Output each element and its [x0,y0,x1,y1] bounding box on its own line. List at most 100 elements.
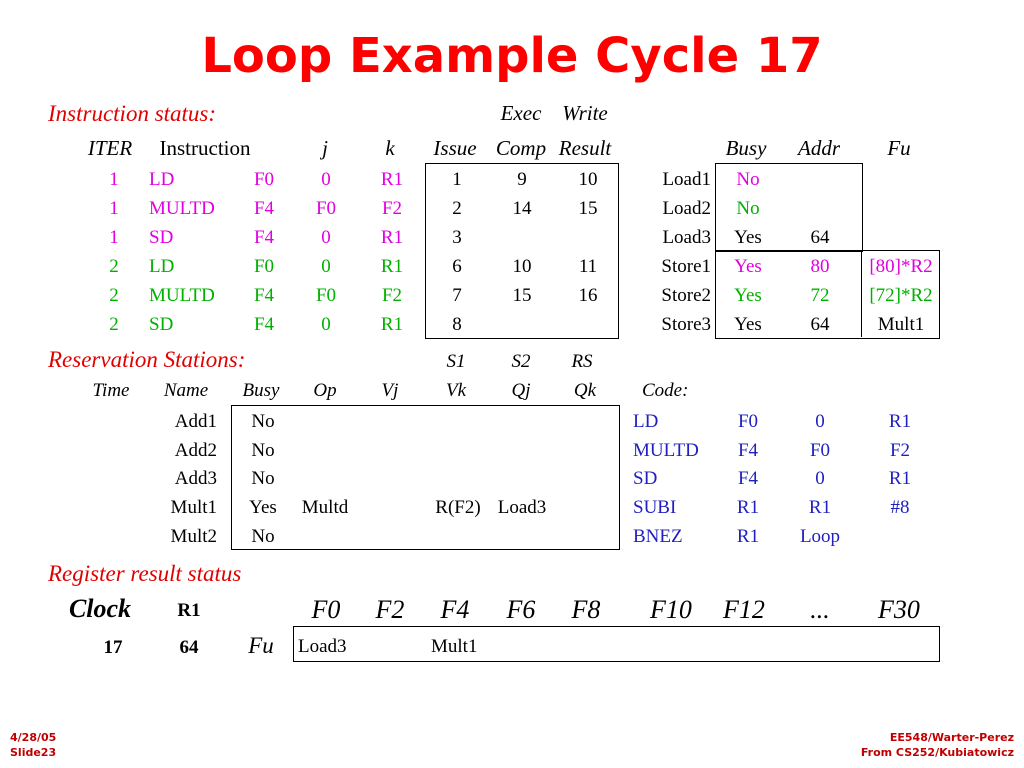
instr-result-cell: 16 [578,285,598,306]
instr-op-cell: LD [149,256,175,277]
load-buffer-box [715,163,863,252]
instr-issue-cell: 6 [452,256,462,277]
instr-k-cell: R1 [380,256,404,277]
buffer-name: Store3 [661,314,711,335]
instr-k-cell: F2 [381,285,403,306]
instr-j-cell: F0 [315,198,337,219]
buffer-fu: [72]*R2 [869,285,933,306]
instr-comp-cell: 14 [512,198,532,219]
header-comp: Comp [495,136,547,160]
header-result: Result [558,136,612,160]
rs-busy: No [251,440,275,461]
instr-dst-cell: F4 [253,227,275,248]
instr-k-cell: R1 [380,227,404,248]
buffer-fu: Mult1 [877,314,925,335]
register-header: F4 [440,595,470,624]
instr-j-cell: 0 [321,256,331,277]
instruction-status-label: Instruction status: [48,101,217,126]
instr-issue-cell: 2 [452,198,462,219]
instr-k-cell: R1 [380,314,404,335]
instr-j-cell: 0 [321,314,331,335]
instr-j-cell: 0 [321,227,331,248]
register-header: F10 [650,595,692,624]
code-cell: BNEZ [633,526,683,547]
rs-busy: No [251,468,275,489]
footer-date: 4/28/05 [10,731,57,744]
footer-right: EE548/Warter-Perez From CS252/Kubiatowic… [861,731,1014,761]
buffer-name: Load2 [662,198,711,219]
buffer-busy: No [736,198,760,219]
register-header: F12 [723,595,765,624]
header-fu: Fu [887,136,911,160]
rs-qj: Load3 [497,497,547,518]
register-header: F2 [375,595,405,624]
code-cell: R1 [888,468,912,489]
header-rs-busy: Busy [242,380,280,401]
header-rs: RS [571,351,593,372]
code-cell: F4 [737,440,759,461]
instr-op-cell: MULTD [149,285,215,306]
register-header: F6 [506,595,536,624]
instr-comp-cell: 15 [512,285,532,306]
reservation-stations-label: Reservation Stations: [48,347,246,372]
rs-busy: Yes [249,497,277,518]
rs-busy: No [251,526,275,547]
buffer-addr: 64 [810,227,830,248]
header-vk: Vk [445,380,467,401]
instr-result-cell: 11 [578,256,598,277]
header-j: j [322,136,328,160]
clock-label: Clock [68,594,132,623]
code-cell: Loop [799,526,841,547]
buffer-busy: Yes [734,314,762,335]
code-cell: F0 [809,440,831,461]
header-write: Write [562,101,608,125]
store-fu-divider [861,250,862,337]
instr-comp-cell: 10 [512,256,532,277]
buffer-busy: Yes [734,256,762,277]
buffer-busy: Yes [734,227,762,248]
footer-source: From CS252/Kubiatowicz [860,745,1014,759]
instr-result-cell: 10 [578,169,598,190]
code-cell: R1 [808,497,832,518]
code-cell: SUBI [633,497,677,518]
header-op: Op [313,380,337,401]
instr-dst-cell: F0 [253,256,275,277]
instr-iter-cell: 2 [109,256,119,277]
code-label: Code: [642,380,689,401]
instr-op-cell: LD [149,169,175,190]
instr-dst-cell: F4 [253,314,275,335]
rs-name: Mult2 [170,526,217,547]
register-header: F30 [878,595,920,624]
instr-iter-cell: 2 [109,314,119,335]
buffer-name: Store2 [661,285,711,306]
code-cell: 0 [815,468,825,489]
code-cell: F4 [737,468,759,489]
instr-iter-cell: 1 [109,198,119,219]
code-cell: R1 [888,411,912,432]
instr-j-cell: 0 [321,169,331,190]
header-s2: S2 [511,351,531,372]
header-name: Name [163,380,209,401]
code-cell: F2 [889,440,911,461]
header-s1: S1 [446,351,466,372]
rs-name: Add3 [174,468,217,489]
buffer-fu: [80]*R2 [869,256,933,277]
fu-label: Fu [248,633,274,658]
instr-issue-cell: 7 [452,285,462,306]
header-qj: Qj [511,380,531,401]
buffer-busy: Yes [734,285,762,306]
instr-result-cell: 15 [578,198,598,219]
header-qk: Qk [573,380,597,401]
instr-op-cell: MULTD [149,198,215,219]
instr-k-cell: F2 [381,198,403,219]
instr-issue-cell: 1 [452,169,462,190]
buffer-addr: 64 [810,314,830,335]
buffer-name: Load1 [662,169,711,190]
code-cell: F0 [737,411,759,432]
instruction-status-box [425,163,619,339]
buffer-addr: 72 [810,285,830,306]
instr-dst-cell: F4 [253,285,275,306]
register-status-label: Register result status [48,561,242,586]
rs-name: Add1 [174,411,217,432]
instr-dst-cell: F0 [253,169,275,190]
